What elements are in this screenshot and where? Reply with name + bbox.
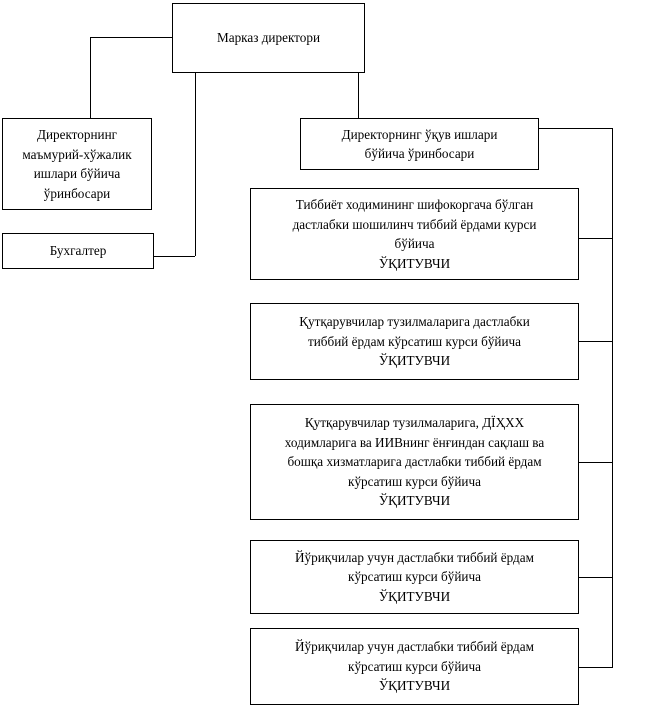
node-course-5[interactable]: Йўриқчилар учун дастлабки тиббий ёрдам к…: [250, 628, 579, 705]
node-accountant[interactable]: Бухгалтер: [2, 233, 154, 269]
connector-director-to-accountant-vertical: [195, 73, 196, 256]
connector-director-to-accountant-horizontal: [154, 256, 195, 257]
connector-director-to-deputy-academic-vertical: [358, 73, 359, 118]
connector-courses-rail: [612, 128, 613, 667]
node-course-2[interactable]: Қутқарувчилар тузилмаларига дастлабки ти…: [250, 303, 579, 380]
node-deputy-admin-label: Директорнинг маъмурий-хўжалик ишлари бўй…: [22, 127, 132, 201]
connector-deputy-academic-to-rail: [539, 128, 612, 129]
node-course-4[interactable]: Йўриқчилар учун дастлабки тиббий ёрдам к…: [250, 540, 579, 614]
node-deputy-academic-label: Директорнинг ўқув ишлари бўйича ўринбоса…: [341, 126, 498, 162]
node-director-label: Марказ директори: [216, 30, 321, 46]
node-deputy-admin[interactable]: Директорнинг маъмурий-хўжалик ишлари бўй…: [2, 118, 152, 210]
node-director[interactable]: Марказ директори: [172, 3, 365, 73]
connector-director-to-deputy-admin-horizontal: [90, 37, 172, 38]
connector-rail-to-course-3: [579, 462, 613, 463]
node-course-1[interactable]: Тиббиёт ходимининг шифокоргача бўлган да…: [250, 188, 579, 280]
node-course-4-label: Йўриқчилар учун дастлабки тиббий ёрдам к…: [295, 549, 534, 604]
connector-rail-to-course-2: [579, 341, 613, 342]
node-course-3[interactable]: Қутқарувчилар тузилмаларига, ДЇҲХХ ходим…: [250, 404, 579, 520]
node-course-5-label: Йўриқчилар учун дастлабки тиббий ёрдам к…: [295, 639, 534, 694]
node-accountant-label: Бухгалтер: [49, 243, 107, 259]
connector-director-to-deputy-admin-vertical: [90, 37, 91, 118]
connector-rail-to-course-5: [579, 667, 613, 668]
connector-rail-to-course-4: [579, 577, 613, 578]
node-course-2-label: Қутқарувчилар тузилмаларига дастлабки ти…: [299, 314, 530, 369]
node-deputy-academic[interactable]: Директорнинг ўқув ишлари бўйича ўринбоса…: [300, 118, 539, 170]
node-course-3-label: Қутқарувчилар тузилмаларига, ДЇҲХХ ходим…: [284, 415, 545, 509]
connector-rail-to-course-1: [579, 238, 613, 239]
node-course-1-label: Тиббиёт ходимининг шифокоргача бўлган да…: [292, 197, 537, 271]
